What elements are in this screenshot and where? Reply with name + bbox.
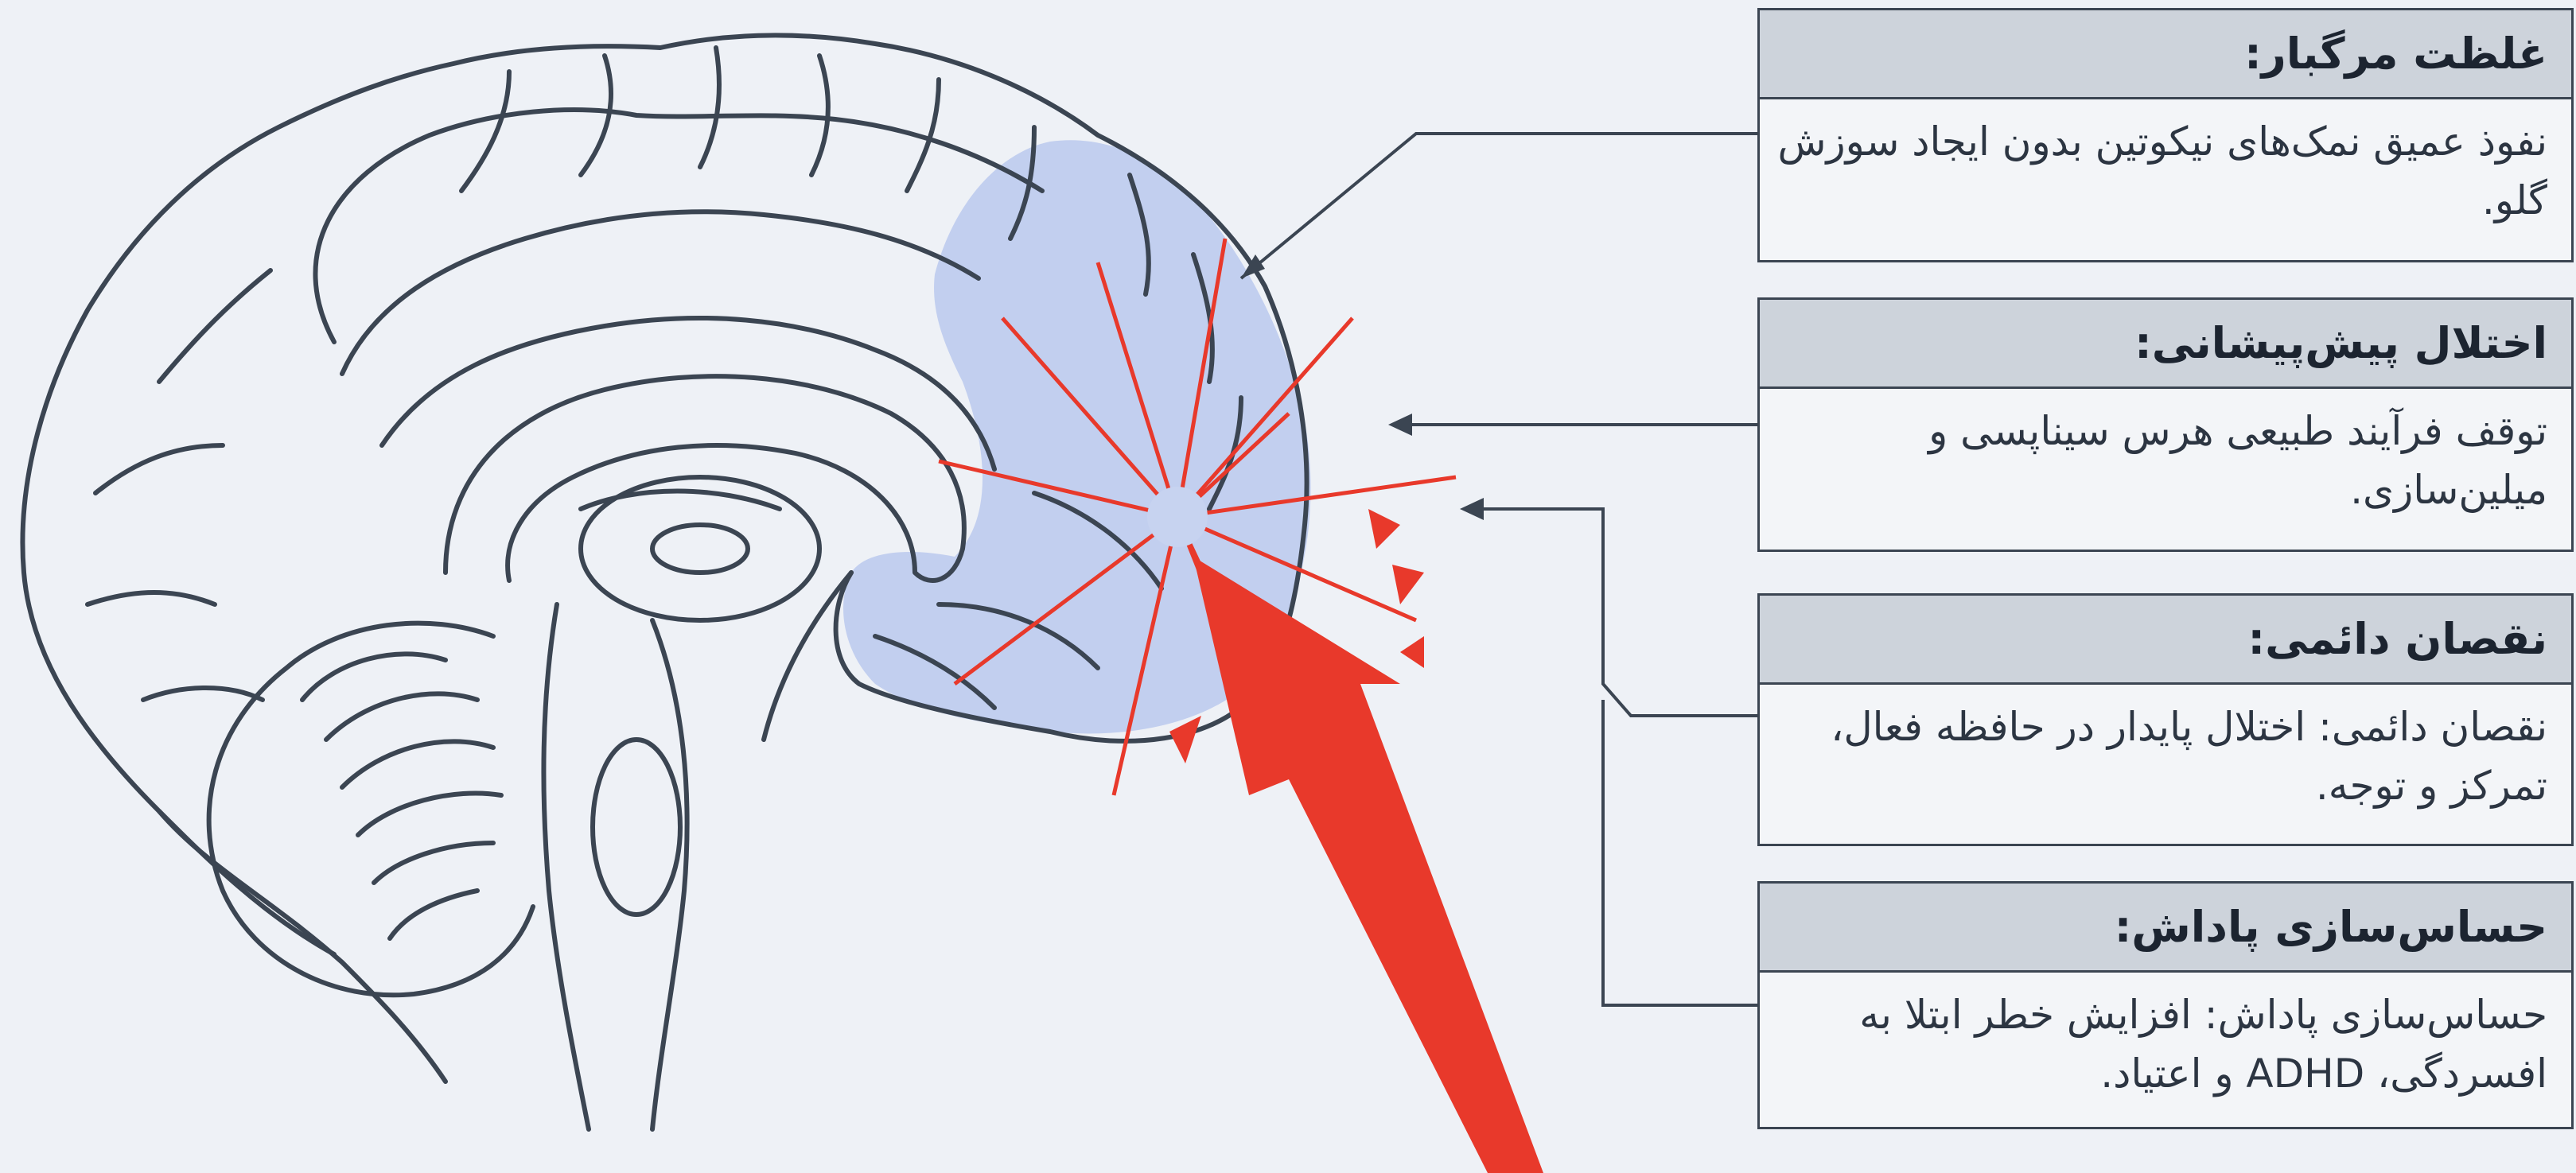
connector-4 <box>1601 700 1757 1007</box>
card-title: اختلال پیش‌پیشانی: <box>1760 300 2571 389</box>
card-title: نقصان دائمی: <box>1760 596 2571 685</box>
info-card-prefrontal-disruption: اختلال پیش‌پیشانی: توقف فرآیند طبیعی هرس… <box>1757 297 2574 552</box>
brainstem <box>541 602 591 1132</box>
impact-arrow-icon <box>1193 557 1543 1173</box>
card-title: غلظت مرگبار: <box>1760 10 2571 99</box>
corpus-callosum <box>443 374 967 583</box>
card-body: نفوذ عمیق نمک‌های نیکوتین بدون ایجاد سوز… <box>1777 118 2547 223</box>
connector-1 <box>1239 132 1757 280</box>
brain-icon <box>20 33 1311 1132</box>
card-title: حساس‌سازی پاداش: <box>1760 884 2571 973</box>
thalamus <box>578 475 822 623</box>
info-card-reward-sensitization: حساس‌سازی پاداش: حساس‌سازی پاداش: افزایش… <box>1757 881 2574 1129</box>
info-card-permanent-deficit: نقصان دائمی: نقصان دائمی: اختلال پایدار … <box>1757 593 2574 846</box>
connector-lines <box>1239 132 1757 1007</box>
connector-3 <box>1464 507 1757 717</box>
brain-outline <box>20 33 1309 1084</box>
cerebellum <box>206 620 535 998</box>
card-body: حساس‌سازی پاداش: افزایش خطر ابتلا به افس… <box>1859 992 2547 1097</box>
card-body: توقف فرآیند طبیعی هرس سیناپسی و میلین‌سا… <box>1928 408 2547 513</box>
prefrontal-highlight <box>843 140 1311 734</box>
card-body: نقصان دائمی: اختلال پایدار در حافظه فعال… <box>1831 704 2547 809</box>
info-card-lethal-concentration: غلظت مرگبار: نفوذ عمیق نمک‌های نیکوتین ب… <box>1757 8 2574 262</box>
